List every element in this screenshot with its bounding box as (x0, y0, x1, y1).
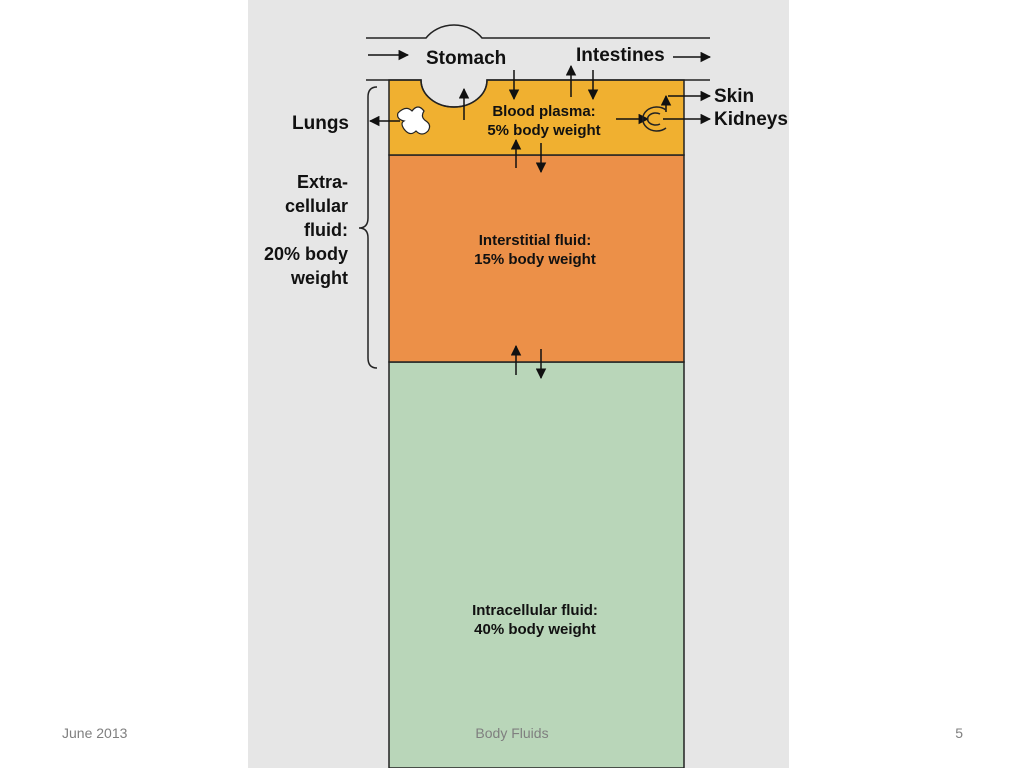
lung-icon (397, 106, 431, 135)
intestines-label: Intestines (576, 45, 665, 66)
blood-plasma-label: Blood plasma: 5% body weight (487, 103, 601, 139)
kidney-icon (642, 106, 667, 132)
footer-page-number: 5 (955, 725, 963, 741)
kidneys-label: Kidneys (714, 109, 788, 130)
skin-label: Skin (714, 86, 755, 107)
interstitial-compartment (388, 154, 685, 363)
fluid-compartments-diagram (358, 24, 712, 768)
intracellular-fluid-label: Intracellular fluid: 40% body weight (472, 602, 598, 638)
intracellular-compartment (388, 361, 685, 768)
stomach-label: Stomach (426, 48, 507, 69)
footer-date: June 2013 (62, 725, 128, 741)
interstitial-fluid-label: Interstitial fluid: 15% body weight (474, 232, 596, 268)
extracellular-fluid-label: Extra- cellular fluid: 20% body weight (263, 172, 348, 288)
gi-tract (366, 24, 710, 108)
extracellular-brace (358, 86, 378, 369)
footer-title: Body Fluids (475, 725, 549, 741)
lungs-label: Lungs (292, 113, 349, 134)
